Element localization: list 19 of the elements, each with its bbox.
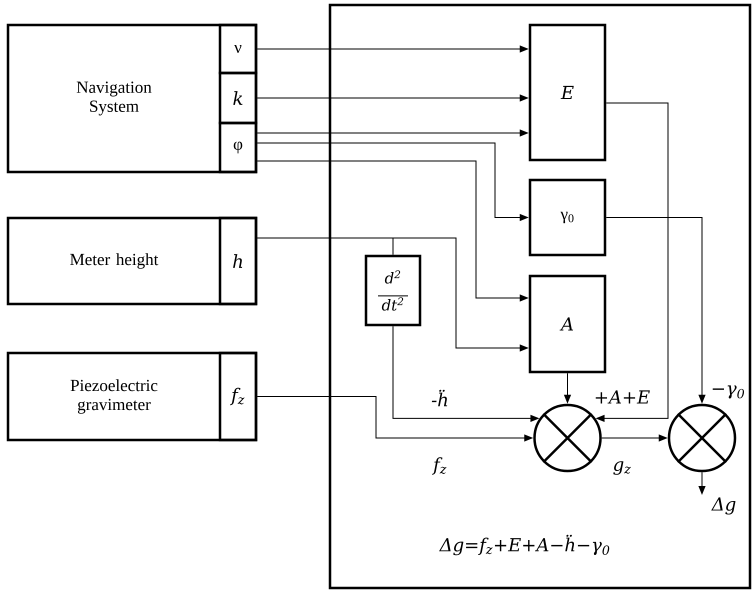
- edge-label: Δg: [711, 497, 736, 515]
- edge-label: -ḧ: [432, 390, 448, 406]
- block-box: E: [528, 24, 606, 162]
- edge-label: f$_{z}$: [432, 457, 446, 475]
- port-cell: k: [218, 72, 258, 124]
- port-cell: ν: [218, 24, 258, 74]
- port-cell: f$_{z}$: [218, 352, 258, 442]
- processing-frame: [328, 4, 752, 590]
- port-cell: φ: [218, 122, 258, 174]
- summing-junction: [533, 404, 602, 472]
- block-box: A: [528, 274, 606, 374]
- formula-label: Δg=f$_{z}$+E+A−ḧ−γ$_{0}$: [439, 534, 610, 556]
- edge-label: −γ$_{0}$: [712, 385, 744, 399]
- summing-junction: [668, 404, 736, 472]
- block-box: γ$_{0}$: [528, 178, 606, 256]
- port-cell: h: [218, 216, 258, 306]
- edge-label: g$_{z}$: [613, 461, 631, 475]
- sign-label: +A+E: [596, 390, 650, 404]
- derivative-box: d$^{2}$ dt$^{2}$: [364, 254, 422, 326]
